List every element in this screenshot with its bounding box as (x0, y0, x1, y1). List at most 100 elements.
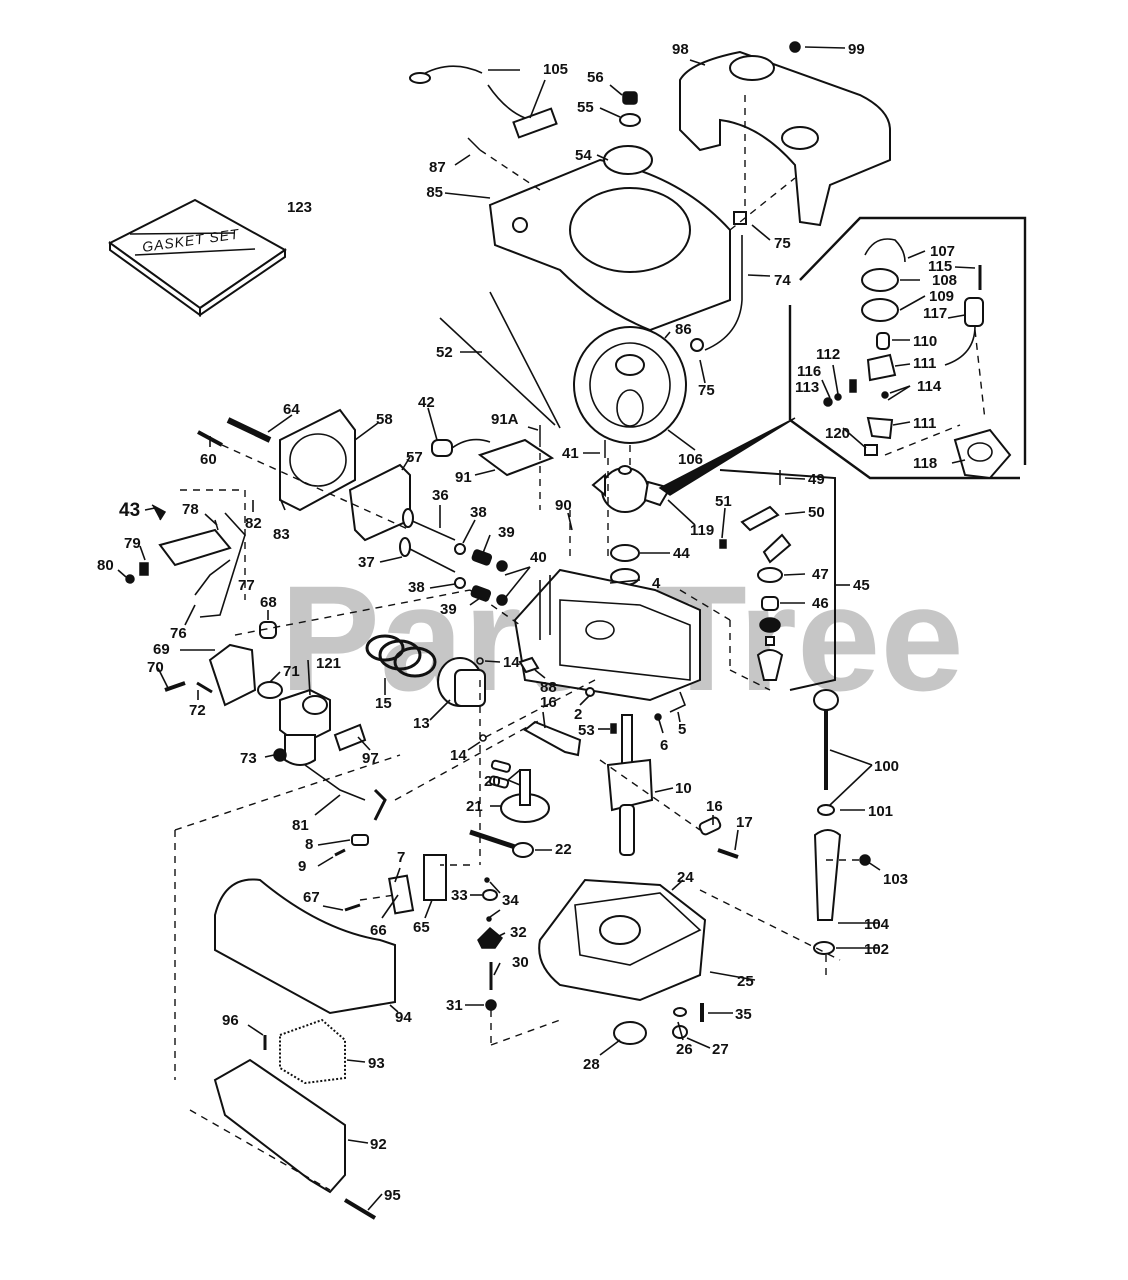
callout-76[interactable]: 76 (170, 625, 187, 642)
callout-87[interactable]: 87 (429, 159, 446, 176)
callout-47[interactable]: 47 (812, 566, 829, 583)
callout-46[interactable]: 46 (812, 595, 829, 612)
callout-15[interactable]: 15 (375, 695, 392, 712)
callout-50[interactable]: 50 (808, 504, 825, 521)
callout-71[interactable]: 71 (283, 663, 300, 680)
callout-75[interactable]: 75 (774, 235, 791, 252)
callout-120[interactable]: 120 (825, 425, 850, 442)
callout-96[interactable]: 96 (222, 1012, 239, 1029)
callout-16b[interactable]: 16 (706, 798, 723, 815)
callout-57[interactable]: 57 (406, 449, 423, 466)
callout-56[interactable]: 56 (587, 69, 604, 86)
callout-72[interactable]: 72 (189, 702, 206, 719)
callout-113[interactable]: 113 (795, 379, 819, 396)
callout-105[interactable]: 105 (543, 61, 568, 78)
callout-101[interactable]: 101 (868, 803, 893, 820)
callout-60[interactable]: 60 (200, 451, 217, 468)
callout-36[interactable]: 36 (432, 487, 449, 504)
callout-118[interactable]: 118 (913, 455, 937, 472)
callout-108[interactable]: 108 (932, 272, 957, 289)
callout-40[interactable]: 40 (530, 549, 547, 566)
callout-25[interactable]: 25 (737, 973, 754, 990)
callout-24[interactable]: 24 (677, 869, 694, 886)
callout-8[interactable]: 8 (305, 836, 313, 853)
callout-28[interactable]: 28 (583, 1056, 600, 1073)
callout-42[interactable]: 42 (418, 394, 435, 411)
callout-32[interactable]: 32 (510, 924, 527, 941)
callout-38[interactable]: 38 (470, 504, 487, 521)
callout-55[interactable]: 55 (577, 99, 594, 116)
callout-77[interactable]: 77 (238, 577, 255, 594)
callout-37[interactable]: 37 (358, 554, 375, 571)
callout-17[interactable]: 17 (736, 814, 753, 831)
callout-112[interactable]: 112 (816, 346, 840, 363)
callout-90[interactable]: 90 (555, 497, 572, 514)
callout-58[interactable]: 58 (376, 411, 393, 428)
callout-99[interactable]: 99 (848, 41, 865, 58)
callout-109[interactable]: 109 (929, 288, 954, 305)
callout-27[interactable]: 27 (712, 1041, 729, 1058)
callout-7[interactable]: 7 (397, 849, 405, 866)
callout-34[interactable]: 34 (502, 892, 519, 909)
callout-78[interactable]: 78 (182, 501, 199, 518)
callout-64[interactable]: 64 (283, 401, 300, 418)
callout-86[interactable]: 86 (675, 321, 692, 338)
callout-106[interactable]: 106 (678, 451, 703, 468)
callout-93[interactable]: 93 (368, 1055, 385, 1072)
callout-70[interactable]: 70 (147, 659, 164, 676)
callout-54[interactable]: 54 (575, 147, 592, 164)
callout-81[interactable]: 81 (292, 817, 309, 834)
callout-116[interactable]: 116 (797, 363, 821, 380)
callout-111[interactable]: 111 (913, 355, 936, 372)
callout-117[interactable]: 117 (923, 305, 947, 322)
callout-41[interactable]: 41 (562, 445, 579, 462)
callout-119[interactable]: 119 (690, 522, 714, 539)
callout-107[interactable]: 107 (930, 243, 955, 260)
callout-38b[interactable]: 38 (408, 579, 425, 596)
callout-10[interactable]: 10 (675, 780, 692, 797)
callout-79[interactable]: 79 (124, 535, 141, 552)
callout-31[interactable]: 31 (446, 997, 463, 1014)
callout-22[interactable]: 22 (555, 841, 572, 858)
callout-44[interactable]: 44 (673, 545, 690, 562)
callout-30[interactable]: 30 (512, 954, 529, 971)
callout-95[interactable]: 95 (384, 1187, 401, 1204)
callout-83[interactable]: 83 (273, 526, 290, 543)
callout-66[interactable]: 66 (370, 922, 387, 939)
callout-121[interactable]: 121 (316, 655, 341, 672)
callout-35[interactable]: 35 (735, 1006, 752, 1023)
callout-98[interactable]: 98 (672, 41, 689, 58)
callout-6[interactable]: 6 (660, 737, 668, 754)
callout-91A[interactable]: 91A (491, 411, 519, 428)
callout-49[interactable]: 49 (808, 471, 825, 488)
callout-75b[interactable]: 75 (698, 382, 715, 399)
callout-13[interactable]: 13 (413, 715, 430, 732)
callout-73[interactable]: 73 (240, 750, 257, 767)
callout-82[interactable]: 82 (245, 515, 262, 532)
callout-33[interactable]: 33 (451, 887, 468, 904)
callout-39b[interactable]: 39 (440, 601, 457, 618)
callout-16[interactable]: 16 (540, 694, 557, 711)
callout-5[interactable]: 5 (678, 721, 686, 738)
callout-9[interactable]: 9 (298, 858, 306, 875)
callout-43[interactable]: 43 (119, 500, 140, 521)
callout-14b[interactable]: 14 (450, 747, 467, 764)
callout-97[interactable]: 97 (362, 750, 379, 767)
callout-115[interactable]: 115 (928, 258, 952, 275)
callout-14[interactable]: 14 (503, 654, 520, 671)
callout-100[interactable]: 100 (874, 758, 899, 775)
callout-39[interactable]: 39 (498, 524, 515, 541)
callout-94[interactable]: 94 (395, 1009, 412, 1026)
callout-91[interactable]: 91 (455, 469, 472, 486)
callout-74[interactable]: 74 (774, 272, 791, 289)
callout-114[interactable]: 114 (917, 378, 942, 395)
callout-4[interactable]: 4 (652, 575, 661, 592)
callout-102[interactable]: 102 (864, 941, 889, 958)
callout-80[interactable]: 80 (97, 557, 114, 574)
callout-68[interactable]: 68 (260, 594, 277, 611)
callout-123[interactable]: 123 (287, 199, 312, 216)
callout-103[interactable]: 103 (883, 871, 908, 888)
callout-53[interactable]: 53 (578, 722, 595, 739)
callout-67[interactable]: 67 (303, 889, 320, 906)
callout-110[interactable]: 110 (913, 333, 937, 350)
